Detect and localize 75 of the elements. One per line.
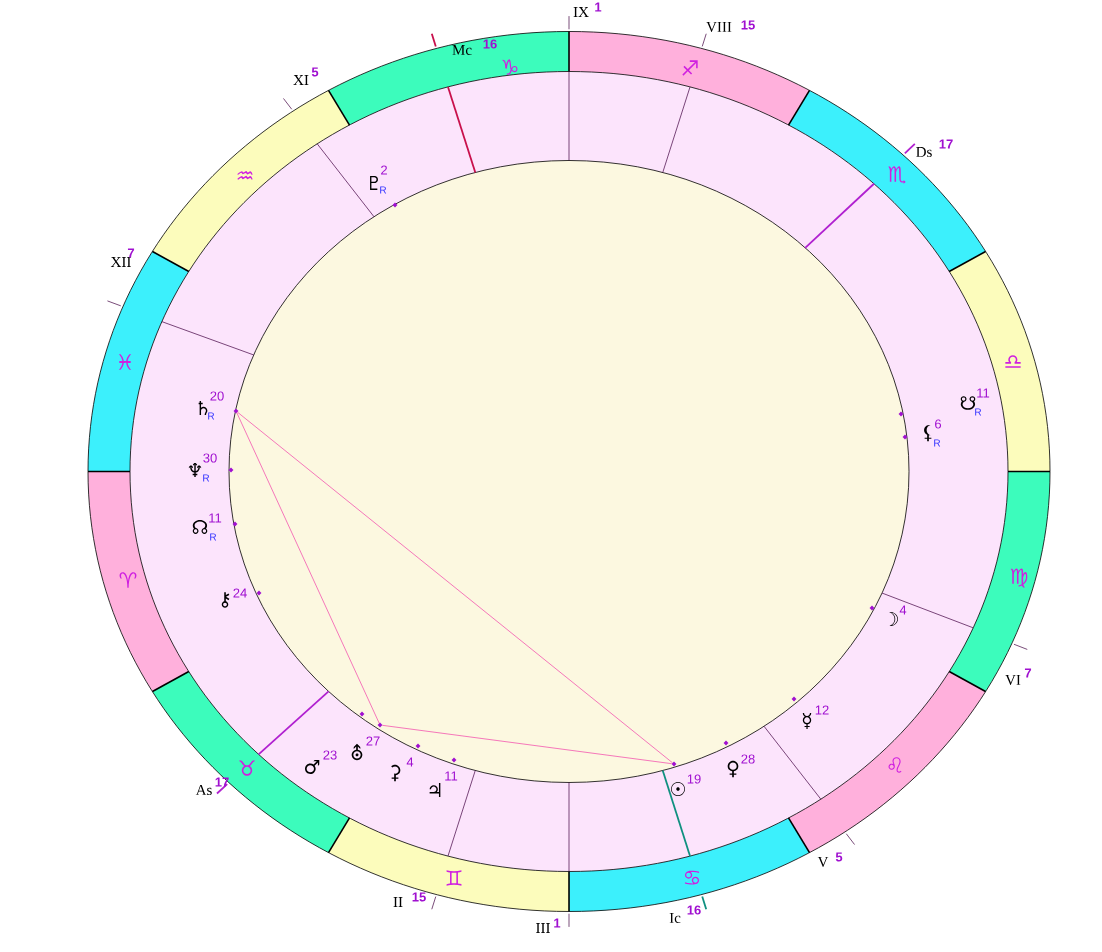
house-label: XII xyxy=(110,257,131,267)
degree-number: 28 xyxy=(741,754,755,764)
retrograde-mark: R xyxy=(934,439,941,447)
retrograde-mark: R xyxy=(203,474,210,482)
degree-number: 16 xyxy=(687,905,701,915)
zodiac-sign: ♑ xyxy=(502,59,518,75)
degree-number: 19 xyxy=(687,774,701,784)
degree-number: 17 xyxy=(939,139,953,149)
house-label: Mc xyxy=(452,45,472,55)
degree-number: 20 xyxy=(210,391,224,401)
degree-number: 11 xyxy=(977,388,990,398)
planet-glyph: ☉ xyxy=(671,782,685,796)
zodiac-sign: ♏ xyxy=(888,166,906,184)
zodiac-sign: ♉ xyxy=(239,760,255,776)
degree-number: 30 xyxy=(203,453,217,463)
degree-number: 4 xyxy=(899,605,907,615)
degree-number: 2 xyxy=(381,165,387,175)
planet-glyph: ⚳ xyxy=(391,764,401,782)
planet-glyph: ☽ xyxy=(889,612,898,626)
degree-number: 15 xyxy=(741,20,755,30)
house-label: XI xyxy=(293,75,309,85)
planet-glyph: ♃ xyxy=(429,783,441,797)
planet-glyph: ♄ xyxy=(198,401,208,415)
zodiac-sign: ♍ xyxy=(1010,568,1028,588)
aspect-line xyxy=(236,412,380,724)
zodiac-sign: ♐ xyxy=(682,60,698,76)
degree-number: 17 xyxy=(215,777,229,787)
planet-glyph: ♀ xyxy=(727,760,739,778)
planet-glyph: ☋ xyxy=(960,396,976,410)
degree-number: 12 xyxy=(815,705,829,715)
degree-number: 23 xyxy=(323,750,337,760)
zodiac-sign: ♌ xyxy=(888,757,902,773)
retrograde-mark: R xyxy=(380,186,387,194)
planet-glyph: ☿ xyxy=(802,713,812,729)
planet-glyph: ⚷ xyxy=(221,592,230,608)
retrograde-mark: R xyxy=(208,412,215,420)
degree-number: 24 xyxy=(233,588,247,598)
house-label: V xyxy=(817,857,829,867)
house-label: II xyxy=(393,897,403,907)
degree-number: 1 xyxy=(595,2,602,12)
planet-glyph: ♂ xyxy=(305,760,320,774)
zodiac-sign: ♈ xyxy=(119,572,137,588)
degree-number: 11 xyxy=(445,771,458,781)
planet-glyph: ♆ xyxy=(188,463,202,477)
degree-number: 6 xyxy=(935,419,942,429)
zodiac-sign: ♋ xyxy=(684,870,700,885)
zodiac-sign: ♎ xyxy=(1005,355,1021,368)
degree-number: 27 xyxy=(366,736,380,746)
degree-number: 4 xyxy=(406,757,414,767)
zodiac-sign: ♓ xyxy=(118,354,132,370)
planet-glyph: ☊ xyxy=(192,520,208,534)
degree-number: 7 xyxy=(1024,668,1032,678)
house-label: III xyxy=(536,923,550,933)
zodiac-sign: ♊ xyxy=(446,870,462,886)
degree-number: 5 xyxy=(835,852,843,862)
degree-number: 7 xyxy=(127,248,135,258)
retrograde-mark: R xyxy=(210,533,217,541)
house-label: VI xyxy=(1005,675,1021,685)
degree-number: 16 xyxy=(483,39,497,49)
house-label: Ic xyxy=(669,913,681,923)
planet-glyph: ⚸ xyxy=(924,424,932,442)
degree-number: 11 xyxy=(209,513,222,523)
house-label: IX xyxy=(573,7,589,17)
planet-glyph: ♇ xyxy=(370,176,378,190)
house-label: As xyxy=(195,785,212,795)
degree-number: 15 xyxy=(412,892,426,902)
planet-glyph: ⛢ xyxy=(351,743,363,761)
house-label: Ds xyxy=(916,147,932,157)
degree-number: 5 xyxy=(311,67,319,77)
zodiac-sign: ♒ xyxy=(237,170,253,180)
degree-number: 1 xyxy=(554,918,561,928)
aspect-line xyxy=(237,411,673,764)
retrograde-mark: R xyxy=(975,408,982,416)
house-label: VIII xyxy=(706,22,732,32)
aspect-line xyxy=(382,725,672,764)
